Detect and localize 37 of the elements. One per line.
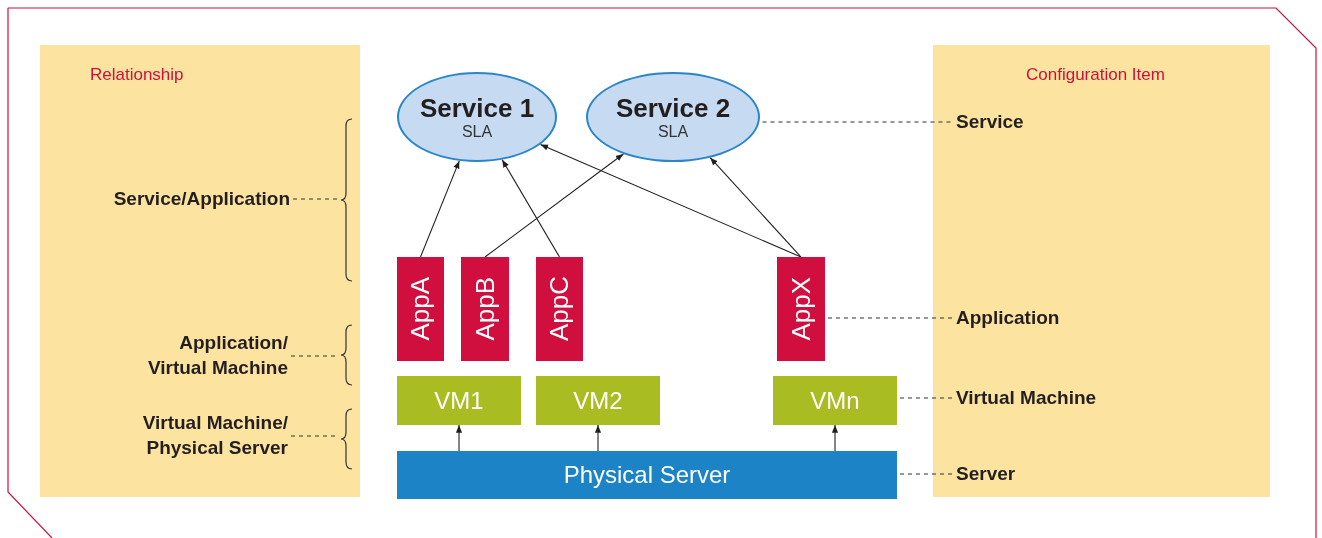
virtual-machine-box: VM2: [536, 376, 660, 425]
arrow: [419, 160, 460, 258]
application-box: AppC: [536, 257, 583, 361]
arrow: [484, 153, 624, 258]
service-name: Service 2: [615, 93, 731, 123]
leader-line: [290, 435, 338, 437]
arrow: [831, 424, 839, 452]
leader-line: [827, 317, 954, 319]
virtual-machine-box: VM1: [397, 376, 521, 425]
arrow: [594, 424, 602, 452]
leader-line: [290, 355, 338, 357]
panel: [40, 45, 360, 497]
item-label: Service: [956, 111, 1024, 133]
layer-label: Application/ Virtual Machine: [146, 331, 288, 380]
panel: [933, 45, 1270, 497]
sla-label: SLA: [657, 122, 689, 141]
virtual-machine-box: VMn: [773, 376, 897, 425]
item-label: Server: [956, 463, 1016, 485]
arrow: [501, 159, 561, 258]
application-box: AppB: [461, 257, 509, 361]
application-box: AppA: [397, 257, 444, 361]
service-name: Service 1: [419, 93, 535, 123]
panel-heading: Configuration Item: [1026, 65, 1165, 85]
panel-heading: Relationship: [90, 65, 184, 85]
leader-line: [292, 198, 338, 200]
server-bar: Physical Server: [397, 451, 897, 499]
item-label: Application: [956, 307, 1060, 329]
arrow: [539, 143, 802, 258]
arrow: [455, 424, 463, 452]
layer-label: Service/Application: [113, 186, 290, 211]
layer-label: Virtual Machine/ Physical Server: [141, 411, 288, 460]
leader-line: [899, 473, 954, 475]
item-label: Virtual Machine: [956, 387, 1097, 409]
application-box: AppX: [777, 257, 825, 361]
arrow: [709, 157, 802, 258]
leader-line: [899, 397, 954, 399]
sla-label: SLA: [461, 122, 493, 141]
